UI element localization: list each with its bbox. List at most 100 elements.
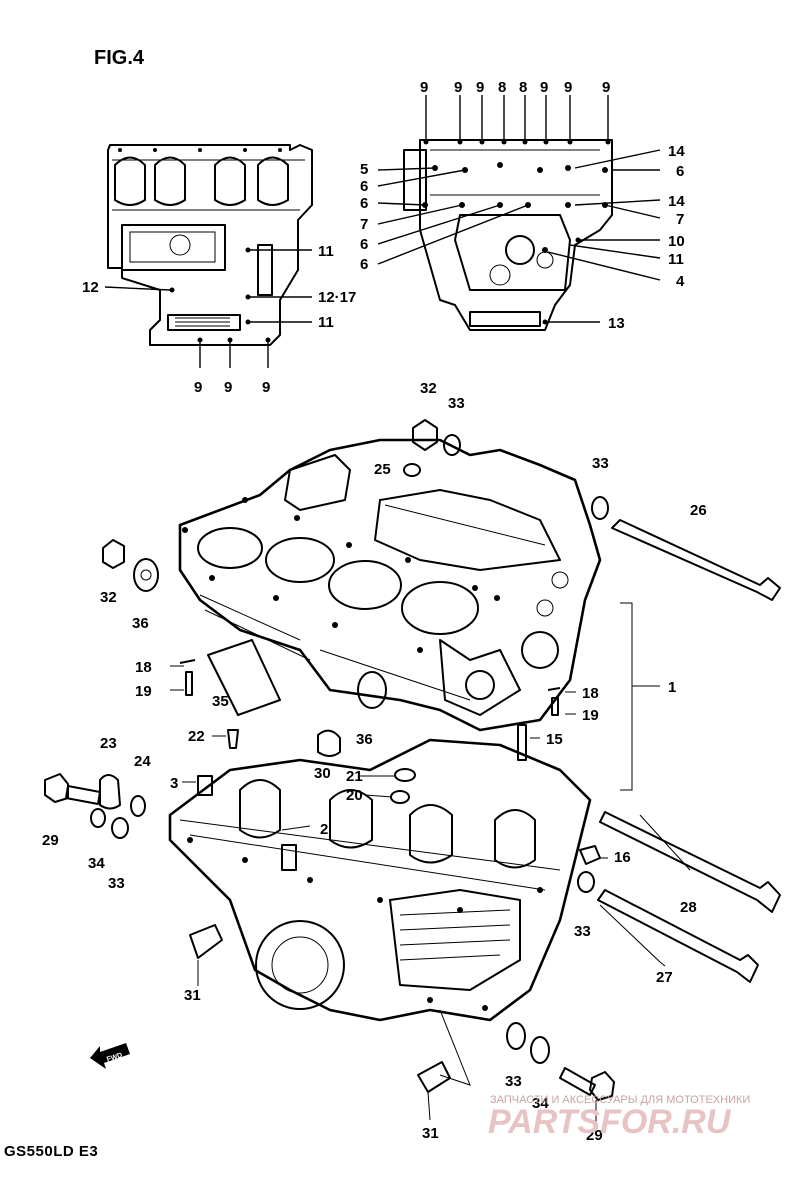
callout-7: 7 — [676, 211, 684, 228]
callout-28: 28 — [680, 899, 697, 916]
callout-11: 11 — [318, 243, 334, 260]
nut-32 — [412, 419, 438, 451]
washer-33 — [443, 434, 461, 456]
callout-19: 19 — [135, 683, 152, 700]
callout-8: 8 — [498, 79, 506, 96]
callout-16: 16 — [614, 849, 631, 866]
washer-33 — [591, 496, 609, 520]
upper-crankcase-top-view: 11 12 12·17 11 9 9 9 — [82, 144, 356, 396]
callout-12-17: 12·17 — [318, 289, 356, 306]
callout-32: 32 — [100, 589, 117, 606]
callout-2: 2 — [320, 821, 328, 838]
bolt-29 — [44, 773, 69, 803]
leader-lines — [170, 602, 691, 1125]
callout-6: 6 — [360, 236, 368, 253]
callout-31: 31 — [184, 987, 201, 1004]
callout-27: 27 — [656, 969, 673, 986]
bolt-28 — [599, 811, 781, 913]
callout-18: 18 — [135, 659, 152, 676]
bolt-29 — [559, 1067, 596, 1096]
small-parts — [44, 419, 781, 1101]
stud-15 — [517, 724, 527, 761]
callout-33: 33 — [592, 455, 609, 472]
bolt-27 — [597, 889, 759, 983]
callout-24: 24 — [134, 753, 151, 770]
callout-33: 33 — [108, 875, 125, 892]
nut-32 — [102, 539, 125, 569]
callout-9: 9 — [262, 379, 270, 396]
callout-6: 6 — [676, 163, 684, 180]
oring-20 — [390, 790, 410, 804]
callout-29: 29 — [42, 832, 59, 849]
watermark-tagline: ЗАПЧАСТИ И АКСЕССУАРЫ ДЛЯ МОТОТЕХНИКИ — [490, 1094, 750, 1106]
washer-34 — [530, 1036, 550, 1064]
callout-36: 36 — [356, 731, 373, 748]
model-label: GS550LD E3 — [4, 1143, 98, 1160]
fwd-arrow-icon: FWD — [90, 1043, 130, 1069]
lower-crankcase-bottom-view: 9 9 9 8 8 9 9 9 5 6 6 7 6 6 14 6 14 7 10… — [360, 79, 685, 332]
figure-title: FIG.4 — [94, 47, 145, 69]
callout-9: 9 — [454, 79, 462, 96]
fitting-19 — [547, 687, 561, 716]
callout-7: 7 — [360, 216, 368, 233]
banjo-23 — [99, 774, 121, 810]
callout-25: 25 — [374, 461, 391, 478]
gasket-24 — [130, 795, 146, 817]
callout-6: 6 — [360, 178, 368, 195]
callout-33: 33 — [574, 923, 591, 940]
callout-21: 21 — [346, 768, 363, 785]
callout-9: 9 — [194, 379, 202, 396]
callout-34: 34 — [88, 855, 105, 872]
dowel-30 — [317, 729, 341, 757]
washer-33 — [577, 871, 595, 893]
sleeve-35 — [207, 639, 281, 716]
callout-29: 29 — [586, 1127, 603, 1144]
callout-6: 6 — [360, 256, 368, 273]
dowel-3 — [197, 775, 213, 796]
callout-32: 32 — [420, 380, 437, 397]
callout-9: 9 — [602, 79, 610, 96]
callout-35: 35 — [212, 693, 229, 710]
callout-8: 8 — [519, 79, 527, 96]
callout-9: 9 — [540, 79, 548, 96]
gear-36 — [357, 671, 387, 709]
main-callouts: 32 33 25 33 26 32 36 18 19 35 1 18 19 36… — [42, 380, 707, 1144]
callout-9: 9 — [224, 379, 232, 396]
callout-33: 33 — [505, 1073, 522, 1090]
callout-9: 9 — [564, 79, 572, 96]
bracket-31 — [189, 924, 223, 959]
callout-5: 5 — [360, 161, 368, 178]
washer-33 — [111, 817, 129, 839]
callout-6: 6 — [360, 195, 368, 212]
callout-1: 1 — [668, 679, 676, 696]
callout-13: 13 — [608, 315, 625, 332]
gear-36 — [133, 558, 159, 592]
callout-9: 9 — [476, 79, 484, 96]
callout-11: 11 — [668, 251, 684, 268]
jet-22 — [227, 729, 239, 749]
upper-crankcase — [178, 438, 602, 732]
plug-25 — [403, 463, 421, 477]
callout-36: 36 — [132, 615, 149, 632]
fwd-label: FWD — [106, 1052, 123, 1064]
callout-19: 19 — [582, 707, 599, 724]
callout-15: 15 — [546, 731, 563, 748]
dowel-2 — [281, 844, 297, 871]
bolt-26 — [611, 519, 781, 601]
callout-14: 14 — [668, 193, 685, 210]
callout-31: 31 — [422, 1125, 439, 1142]
callout-30: 30 — [314, 765, 331, 782]
lower-crankcase — [168, 738, 592, 1022]
callout-4: 4 — [676, 273, 685, 290]
callout-14: 14 — [668, 143, 685, 160]
callout-18: 18 — [582, 685, 599, 702]
callout-10: 10 — [668, 233, 685, 250]
callout-22: 22 — [188, 728, 205, 745]
watermark-brand: PARTSFOR.RU — [488, 1103, 732, 1141]
callout-3: 3 — [170, 775, 178, 792]
callout-34: 34 — [532, 1095, 549, 1112]
washer-34 — [90, 808, 106, 828]
callout-33: 33 — [448, 395, 465, 412]
callout-23: 23 — [100, 735, 117, 752]
